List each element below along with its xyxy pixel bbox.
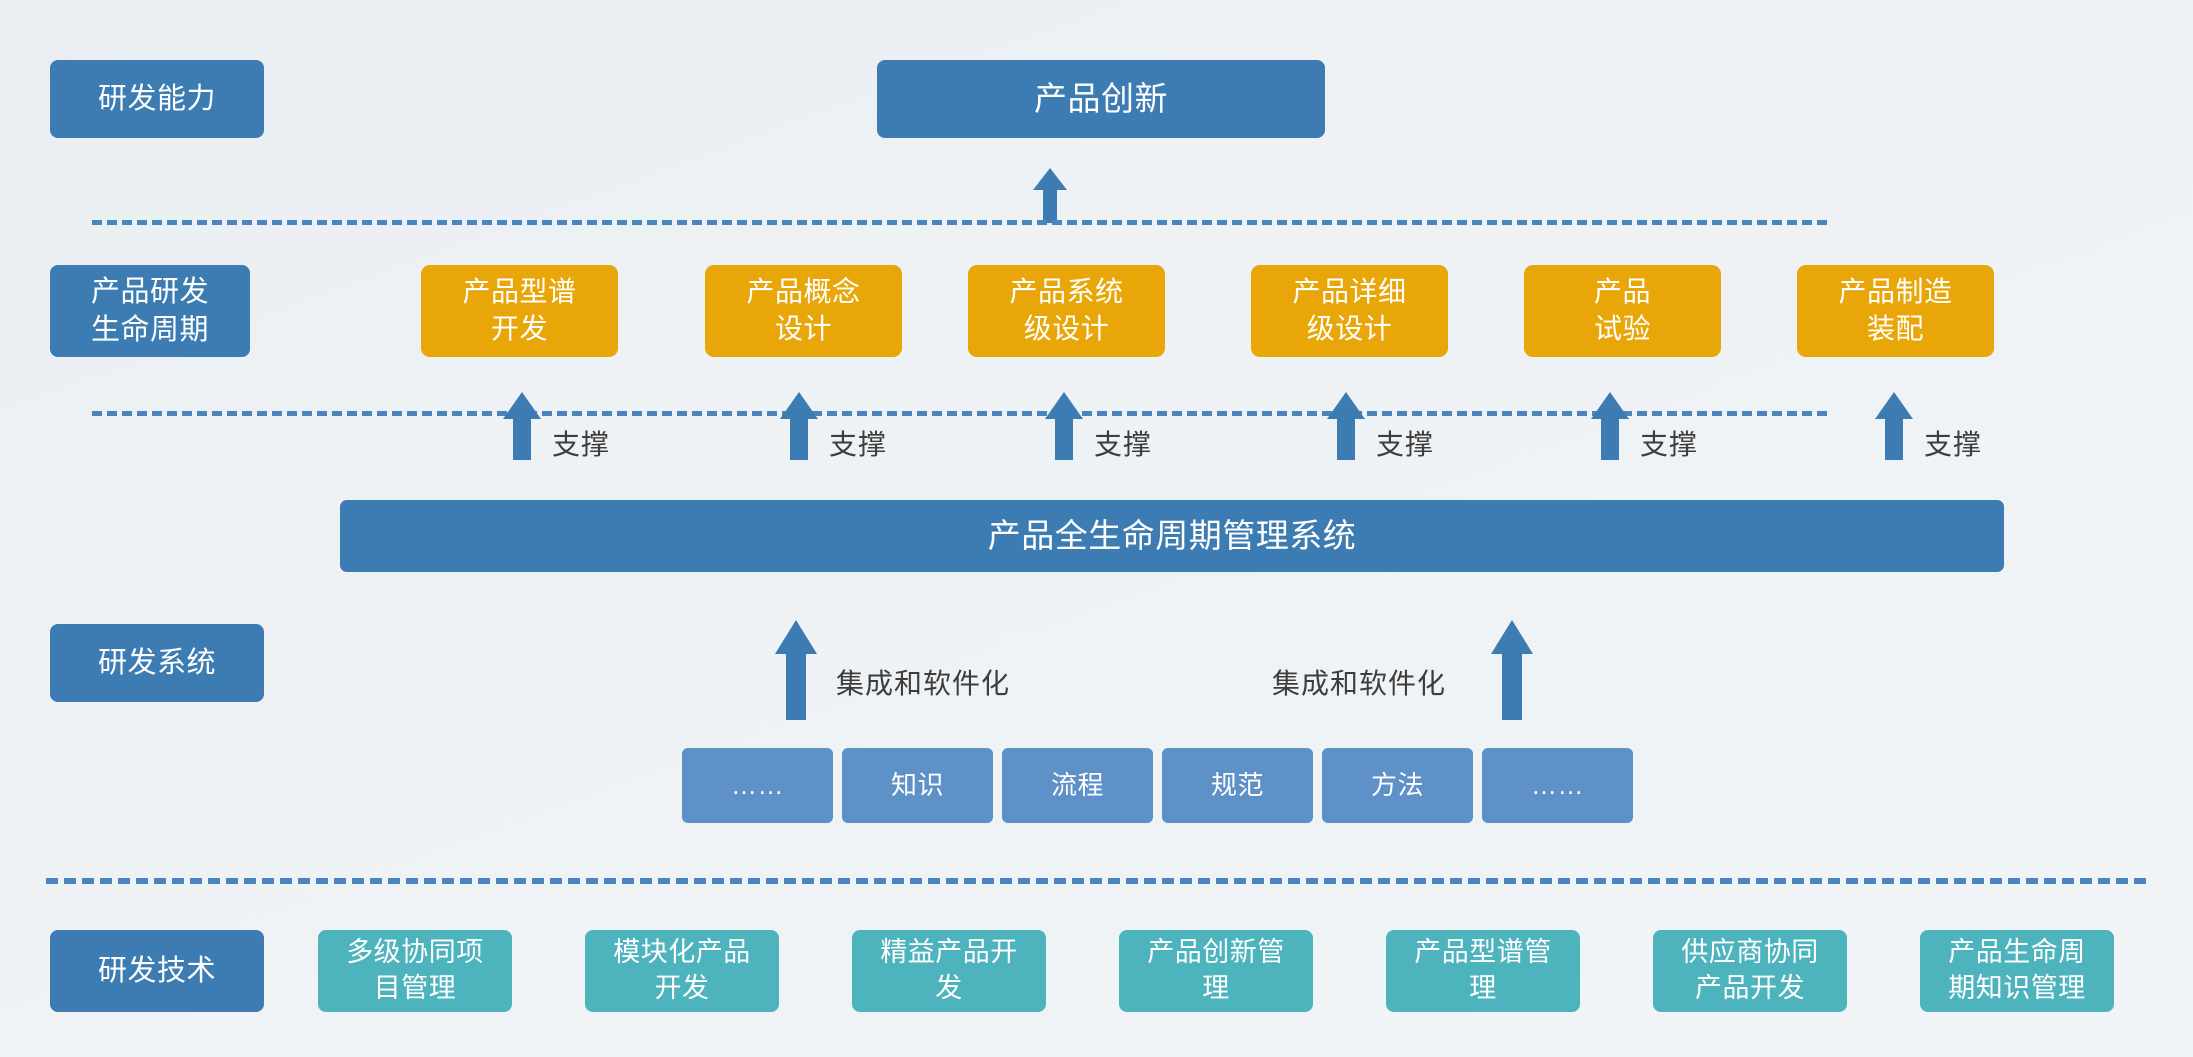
technology-item-5[interactable]: 供应商协同 产品开发 — [1653, 930, 1847, 1012]
knowledge-chip-5[interactable]: …… — [1482, 748, 1633, 823]
technology-item-4[interactable]: 产品型谱管 理 — [1386, 930, 1580, 1012]
arrow-integration-left — [772, 620, 820, 720]
arrow-integration-right — [1488, 620, 1536, 720]
caption-support-4: 支撑 — [1640, 429, 1699, 460]
row-label-system: 研发系统 — [50, 624, 264, 702]
lifecycle-stage-1[interactable]: 产品概念 设计 — [705, 265, 902, 357]
lifecycle-stage-0[interactable]: 产品型谱 开发 — [421, 265, 618, 357]
caption-support-2: 支撑 — [1094, 429, 1153, 460]
arrow-support-2 — [1042, 392, 1086, 460]
knowledge-chip-3[interactable]: 规范 — [1162, 748, 1313, 823]
caption-integration-right: 集成和软件化 — [1272, 668, 1447, 699]
divider-system-technology — [46, 878, 2146, 884]
caption-support-1: 支撑 — [829, 429, 888, 460]
plm-system-bar[interactable]: 产品全生命周期管理系统 — [340, 500, 2004, 572]
arrow-support-3 — [1324, 392, 1368, 460]
lifecycle-stage-2[interactable]: 产品系统 级设计 — [968, 265, 1165, 357]
headline-product-innovation: 产品创新 — [877, 60, 1325, 138]
technology-item-2[interactable]: 精益产品开 发 — [852, 930, 1046, 1012]
knowledge-chip-0[interactable]: …… — [682, 748, 833, 823]
arrow-support-1 — [777, 392, 821, 460]
divider-capability-lifecycle — [92, 220, 1827, 225]
row-label-lifecycle: 产品研发 生命周期 — [50, 265, 250, 357]
technology-item-1[interactable]: 模块化产品 开发 — [585, 930, 779, 1012]
caption-support-3: 支撑 — [1376, 429, 1435, 460]
arrow-support-4 — [1588, 392, 1632, 460]
lifecycle-stage-4[interactable]: 产品 试验 — [1524, 265, 1721, 357]
knowledge-chip-1[interactable]: 知识 — [842, 748, 993, 823]
technology-item-3[interactable]: 产品创新管 理 — [1119, 930, 1313, 1012]
divider-lifecycle-system — [92, 411, 1827, 416]
lifecycle-stage-5[interactable]: 产品制造 装配 — [1797, 265, 1994, 357]
caption-integration-left: 集成和软件化 — [836, 668, 1011, 699]
arrow-support-5 — [1872, 392, 1916, 460]
technology-item-0[interactable]: 多级协同项 目管理 — [318, 930, 512, 1012]
knowledge-chip-4[interactable]: 方法 — [1322, 748, 1473, 823]
knowledge-chip-2[interactable]: 流程 — [1002, 748, 1153, 823]
caption-support-0: 支撑 — [552, 429, 611, 460]
technology-item-6[interactable]: 产品生命周 期知识管理 — [1920, 930, 2114, 1012]
lifecycle-stage-3[interactable]: 产品详细 级设计 — [1251, 265, 1448, 357]
row-label-capability: 研发能力 — [50, 60, 264, 138]
arrow-support-0 — [500, 392, 544, 460]
row-label-technology: 研发技术 — [50, 930, 264, 1012]
caption-support-5: 支撑 — [1924, 429, 1983, 460]
arrow-up-to-innovation — [1030, 168, 1070, 223]
